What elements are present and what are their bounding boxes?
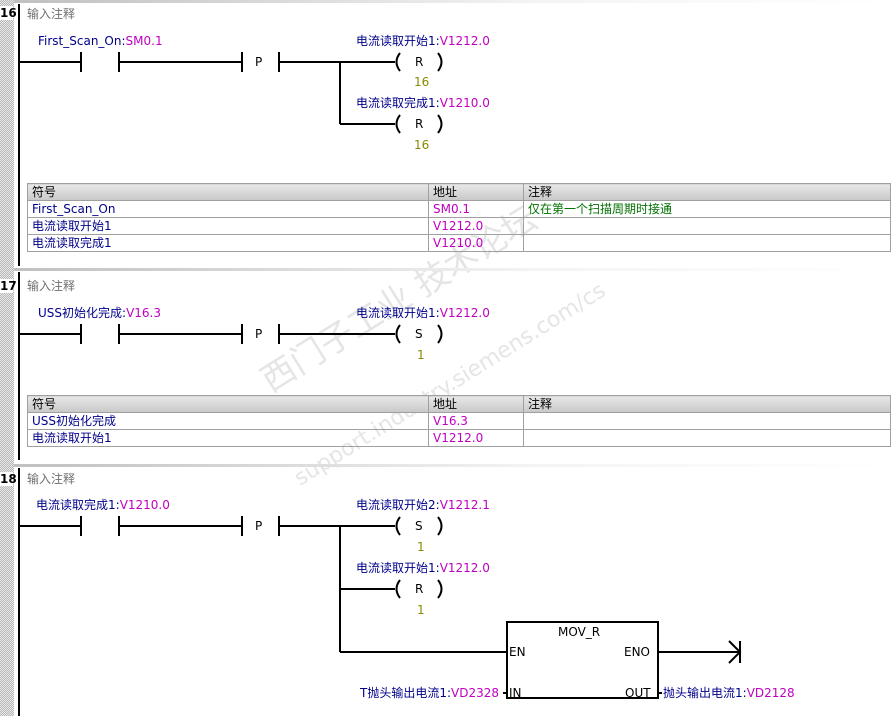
cell-symbol: First_Scan_On [27, 200, 429, 218]
coil-count: 16 [414, 138, 430, 152]
cell-symbol: 电流读取完成1 [27, 234, 429, 252]
coil-symbol: 电流读取开始1 [356, 306, 436, 320]
coil-count: 1 [417, 540, 425, 554]
contact-address: V1210.0 [119, 498, 170, 512]
cell-comment [523, 412, 891, 430]
network-number: 18 [0, 472, 17, 486]
operand-symbol: T抛头输出电流1 [360, 686, 447, 700]
box-out-operand[interactable]: 抛头输出电流1:VD2128 [663, 686, 795, 700]
coil-type[interactable]: S [415, 519, 423, 533]
operand-address: VD2128 [746, 686, 795, 700]
network-separator [14, 464, 891, 467]
network-separator [14, 0, 891, 3]
contact-symbol: USS初始化完成 [38, 306, 123, 320]
box-title[interactable]: MOV_R [558, 625, 601, 639]
network-comment[interactable]: 输入注释 [27, 7, 76, 21]
cell-address: V16.3 [428, 412, 524, 430]
coil-address: V1212.0 [439, 34, 490, 48]
col-address: 地址 [428, 395, 524, 413]
contact-symbol: 电流读取完成1 [36, 498, 116, 512]
cell-symbol: 电流读取开始1 [27, 429, 429, 447]
contact-address: V16.3 [126, 306, 162, 320]
coil-label[interactable]: 电流读取完成1:V1210.0 [356, 96, 490, 110]
coil-label[interactable]: 电流读取开始1:V1212.0 [356, 34, 490, 48]
coil-address: V1212.1 [439, 498, 490, 512]
rung-18 [19, 516, 742, 699]
coil-type[interactable]: R [415, 55, 424, 69]
cell-address: SM0.1 [428, 200, 524, 218]
edge-p[interactable]: P [255, 55, 263, 69]
box-in: IN [509, 686, 522, 700]
network-gutter [0, 0, 14, 716]
coil-symbol: 电流读取开始1 [356, 561, 436, 575]
coil-count: 16 [414, 75, 430, 89]
network-separator [14, 268, 891, 271]
coil-symbol: 电流读取开始1 [356, 34, 436, 48]
col-symbol: 符号 [27, 395, 429, 413]
network-comment[interactable]: 输入注释 [27, 279, 76, 293]
box-en: EN [509, 645, 526, 659]
rung-17 [19, 324, 443, 344]
coil-address: V1210.0 [439, 96, 490, 110]
operand-symbol: 抛头输出电流1 [663, 686, 743, 700]
coil-type[interactable]: S [415, 327, 423, 341]
coil-symbol: 电流读取完成1 [356, 96, 436, 110]
contact-symbol: First_Scan_On [38, 34, 122, 48]
cell-symbol: 电流读取开始1 [27, 217, 429, 235]
coil-label[interactable]: 电流读取开始2:V1212.1 [356, 498, 490, 512]
edge-p[interactable]: P [255, 519, 263, 533]
cell-address: V1210.0 [428, 234, 524, 252]
coil-label[interactable]: 电流读取开始1:V1212.0 [356, 561, 490, 575]
cell-comment: 仅在第一个扫描周期时接通 [523, 200, 891, 218]
coil-type[interactable]: R [415, 582, 424, 596]
contact-label[interactable]: First_Scan_On:SM0.1 [38, 34, 163, 48]
col-comment: 注释 [523, 395, 891, 413]
cell-comment [523, 217, 891, 235]
cell-comment [523, 429, 891, 447]
edge-p[interactable]: P [255, 327, 263, 341]
coil-type[interactable]: R [415, 117, 424, 131]
coil-symbol: 电流读取开始2 [356, 498, 436, 512]
cell-address: V1212.0 [428, 429, 524, 447]
col-comment: 注释 [523, 183, 891, 201]
cell-comment [523, 234, 891, 252]
coil-count: 1 [417, 348, 425, 362]
coil-address: V1212.0 [439, 306, 490, 320]
contact-address: SM0.1 [125, 34, 163, 48]
box-in-operand[interactable]: T抛头输出电流1:VD2328 [360, 686, 500, 700]
box-out: OUT [625, 686, 651, 700]
cell-symbol: USS初始化完成 [27, 412, 429, 430]
contact-label[interactable]: 电流读取完成1:V1210.0 [36, 498, 170, 512]
col-address: 地址 [428, 183, 524, 201]
coil-label[interactable]: 电流读取开始1:V1212.0 [356, 306, 490, 320]
coil-count: 1 [417, 603, 425, 617]
box-eno: ENO [624, 645, 651, 659]
coil-address: V1212.0 [439, 561, 490, 575]
network-comment[interactable]: 输入注释 [27, 472, 76, 486]
col-symbol: 符号 [27, 183, 429, 201]
cell-address: V1212.0 [428, 217, 524, 235]
rung-16 [19, 52, 443, 134]
contact-label[interactable]: USS初始化完成:V16.3 [38, 306, 162, 320]
operand-address: VD2328 [451, 686, 500, 700]
network-number: 16 [0, 6, 17, 20]
network-number: 17 [0, 279, 17, 293]
